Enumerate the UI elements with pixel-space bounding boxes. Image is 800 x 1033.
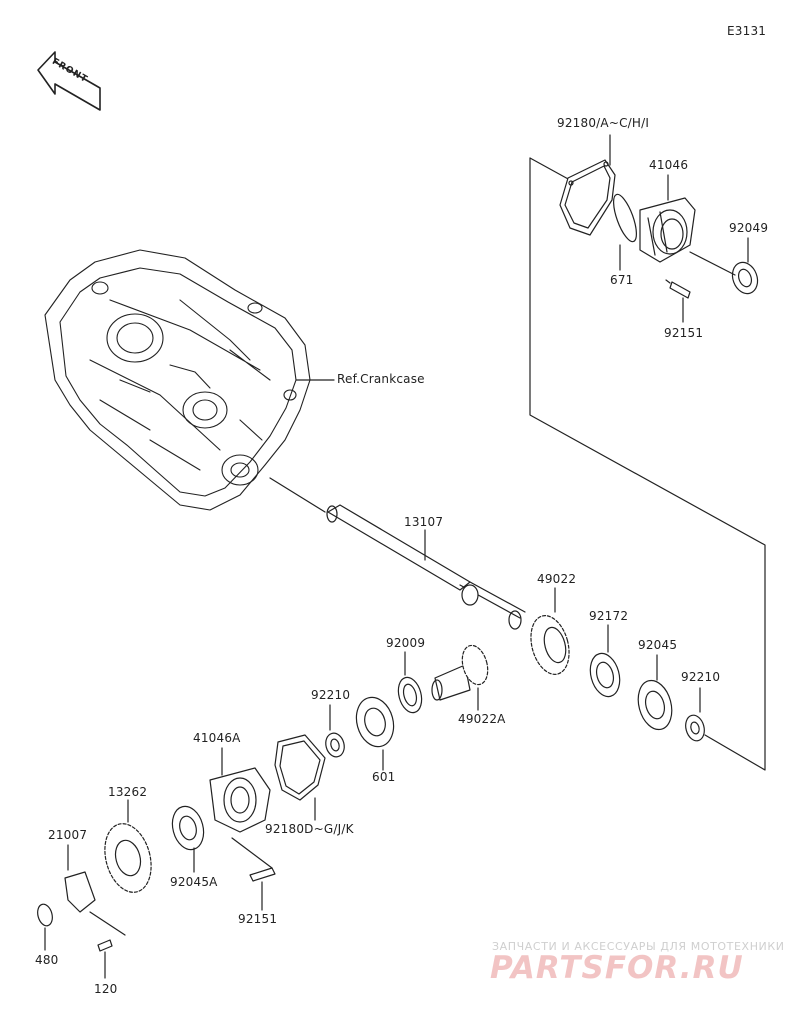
axis-upper xyxy=(689,251,736,276)
gasket-92180d-icon xyxy=(274,734,326,801)
front-arrow-icon xyxy=(37,51,101,111)
part-label-120[interactable]: 120 xyxy=(94,982,118,996)
part-label-480[interactable]: 480 xyxy=(35,953,59,967)
part-label-21007[interactable]: 21007 xyxy=(48,828,88,842)
part-label-49022a[interactable]: 49022A xyxy=(458,712,506,726)
bearing-92045a-icon xyxy=(171,805,205,851)
housing-41046-icon xyxy=(639,197,696,263)
shaft-axis xyxy=(269,477,326,513)
part-label-49022[interactable]: 49022 xyxy=(537,572,577,586)
part-label-92180a[interactable]: 92180/A~C/H/I xyxy=(557,116,650,130)
housing-41046a-icon xyxy=(209,767,271,833)
part-label-92210-left[interactable]: 92210 xyxy=(311,688,351,702)
axis-bolt-120 xyxy=(89,911,126,936)
part-label-13262[interactable]: 13262 xyxy=(108,785,148,799)
circlip-480-icon xyxy=(37,903,53,927)
part-label-41046a[interactable]: 41046A xyxy=(193,731,241,745)
part-label-601[interactable]: 601 xyxy=(372,770,396,784)
part-label-92172[interactable]: 92172 xyxy=(589,609,629,623)
ring-92009-icon xyxy=(397,676,423,714)
ring-92210-right-icon xyxy=(685,714,705,742)
gear-13262-icon xyxy=(104,823,152,893)
gasket-92180-icon xyxy=(559,159,616,236)
bolt-92151-icon xyxy=(665,279,691,299)
bolt-92151-lower-icon xyxy=(249,867,276,882)
part-label-92151-upper[interactable]: 92151 xyxy=(664,326,704,340)
crankcase-reference-icon xyxy=(44,249,311,511)
ref-crankcase-label[interactable]: Ref.Crankcase xyxy=(337,372,425,386)
oring-671-icon xyxy=(613,193,637,243)
part-label-92210-right[interactable]: 92210 xyxy=(681,670,721,684)
part-label-92151-lower[interactable]: 92151 xyxy=(238,912,278,926)
part-label-41046[interactable]: 41046 xyxy=(649,158,689,172)
part-label-671[interactable]: 671 xyxy=(610,273,634,287)
shaft-13107-icon xyxy=(326,504,526,630)
seal-92049-icon xyxy=(731,261,759,295)
axis-bolt-lower xyxy=(231,837,273,869)
bearing-92045-icon xyxy=(637,679,673,731)
part-label-92009[interactable]: 92009 xyxy=(386,636,426,650)
part-label-92180d[interactable]: 92180D~G/J/K xyxy=(265,822,354,836)
plate-21007-icon xyxy=(64,871,96,913)
part-label-92045a[interactable]: 92045A xyxy=(170,875,218,889)
exploded-group-frame xyxy=(529,157,766,771)
bolt-120-icon xyxy=(97,939,113,952)
part-label-13107[interactable]: 13107 xyxy=(404,515,444,529)
ring-92210-left-icon xyxy=(325,732,345,758)
watermark-tagline: ЗАПЧАСТИ И АКСЕССУАРЫ ДЛЯ МОТОТЕХНИКИ xyxy=(492,940,785,953)
gear-49022-icon xyxy=(530,615,570,675)
watermark-brand: PARTSFOR.RU xyxy=(490,950,744,986)
part-label-92049[interactable]: 92049 xyxy=(729,221,769,235)
collar-92172-icon xyxy=(589,652,621,698)
part-label-92045[interactable]: 92045 xyxy=(638,638,678,652)
gear-49022a-icon xyxy=(431,644,489,701)
bearing-601-icon xyxy=(355,696,395,748)
diagram-code: E3131 xyxy=(727,24,767,38)
